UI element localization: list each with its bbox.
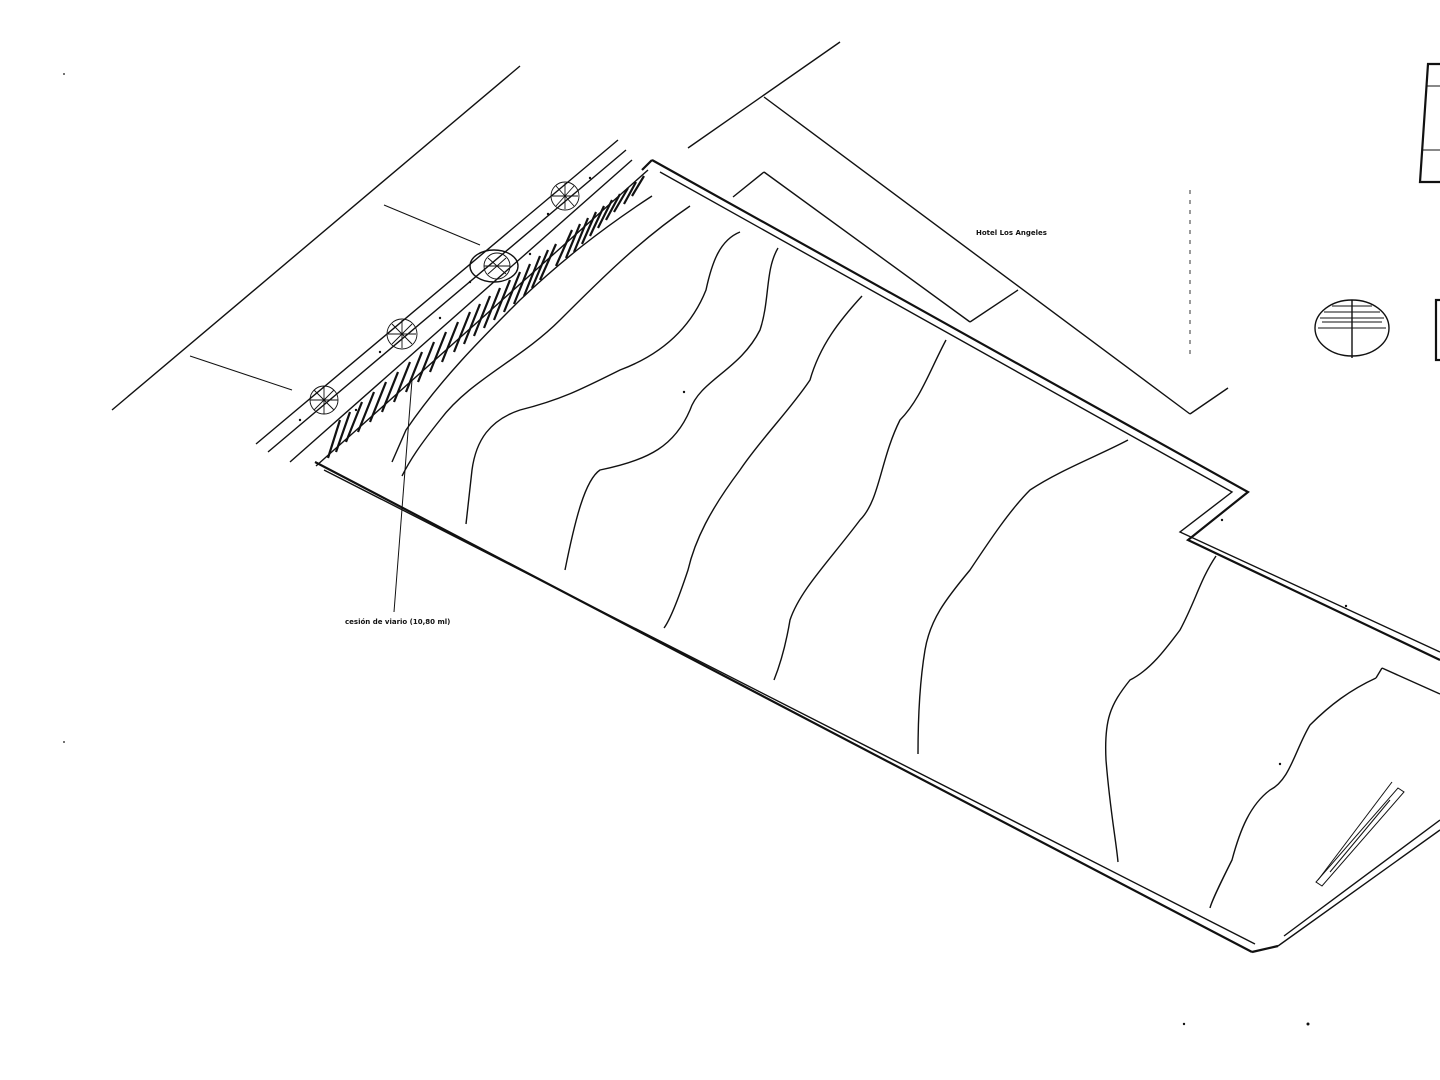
- inner-strip-lines: [391, 195, 691, 477]
- cesion-leader-line: [393, 379, 413, 613]
- north-arrow-icon: [1314, 298, 1440, 362]
- tree-symbol-4: [309, 385, 339, 415]
- tree-symbol-1: [550, 181, 580, 211]
- title-block-fragment: [1418, 62, 1440, 184]
- diagonal-feature: [1315, 781, 1405, 887]
- cesion-label: cesión de viario (10,80 ml): [345, 618, 450, 626]
- survey-points: [63, 73, 1348, 1026]
- tree-symbol-2: [469, 249, 519, 283]
- street-lines: [111, 65, 649, 467]
- plot-boundary: [314, 159, 1440, 954]
- hatched-cession-strip: [326, 175, 645, 459]
- contour-lines: [465, 231, 1440, 909]
- hotel-label: Hotel Los Angeles: [976, 229, 1047, 237]
- neighbouring-parcel-lines: [687, 41, 1229, 415]
- tree-symbol-3: [386, 318, 418, 350]
